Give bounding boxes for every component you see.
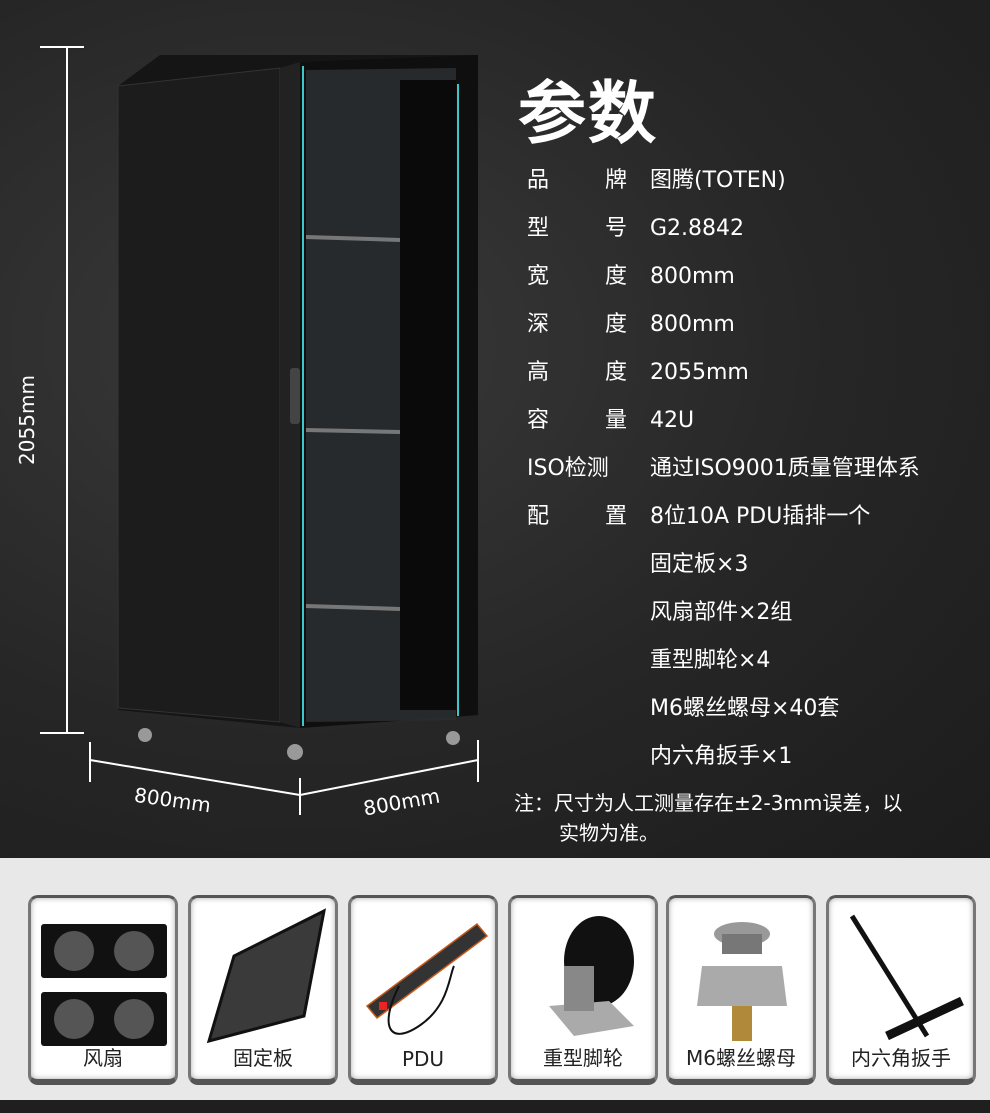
spec-label: 号 (604, 216, 627, 241)
accessory-label: 内六角扳手 (851, 1046, 951, 1070)
spec-panel: 2055mm 800mm 800mm 参数 品 牌图腾(TOTEN) 型 号 G2.8… (0, 0, 990, 858)
config-item-text: 重型脚轮×4 (650, 648, 771, 673)
spec-value: G2.8842 (650, 216, 745, 241)
spec-value: 通过ISO9001质量管理体系 (650, 456, 920, 481)
config-item-text: 固定板×3 (650, 552, 749, 577)
accessory-label: 风扇 (83, 1046, 123, 1070)
spec-label: 牌 (604, 168, 627, 193)
screw-nut-icon (697, 922, 787, 1041)
spec-label: 度 (604, 360, 627, 385)
spec-label: 度 (604, 264, 627, 289)
spec-label: 容 (527, 408, 550, 433)
note-line: 实物为准。 (559, 821, 659, 845)
caster-wheel-icon (549, 916, 634, 1036)
spec-label: 置 (604, 504, 627, 529)
page-title: 参数 (518, 75, 659, 154)
spec-label: 配 (527, 504, 550, 529)
spec-value: 图腾(TOTEN) (650, 168, 786, 193)
accessory-label: PDU (401, 1047, 445, 1071)
spec-label: 深 (527, 312, 550, 337)
pdu-icon (365, 922, 489, 1035)
accessory-card-pdu: PDU (348, 895, 498, 1085)
accessory-card-fan: 风扇 (28, 895, 178, 1085)
spec-label: 宽 (527, 264, 550, 289)
accessory-label: M6螺丝螺母 (686, 1046, 796, 1070)
config-item-text: M6螺丝螺母×40套 (650, 696, 840, 721)
spec-value: 800mm (650, 264, 735, 289)
spec-label: 量 (604, 408, 627, 433)
spec-label: 度 (604, 312, 627, 337)
cabinet-illustration (40, 46, 479, 815)
spec-label: 高 (527, 360, 550, 385)
spec-value: 8位10A PDU插排一个 (650, 504, 871, 529)
spec-label: 型 (527, 216, 550, 241)
accessory-card-hex-key: 内六角扳手 (826, 895, 976, 1085)
height-label: 2055mm (14, 375, 39, 465)
config-item-text: 内六角扳手×1 (650, 744, 793, 769)
height-dimension-line (40, 46, 84, 734)
spec-value: 42U (650, 408, 695, 433)
spec-label: ISO检测 (527, 456, 609, 481)
config-item-text: 风扇部件×2组 (650, 600, 793, 625)
fan-icon (41, 924, 167, 1046)
shelf-icon (206, 908, 327, 1044)
spec-label: 品 (527, 168, 550, 193)
width-depth-dimension-lines (89, 740, 479, 815)
note-line: 注：尺寸为人工测量存在±2-3mm误差，以 (514, 791, 903, 815)
spec-value: 2055mm (650, 360, 749, 385)
accessory-label: 重型脚轮 (543, 1046, 623, 1070)
accessory-card-shelf: 固定板 (188, 895, 338, 1085)
accessory-card-screw-nut: M6螺丝螺母 (666, 895, 816, 1085)
accessory-card-caster: 重型脚轮 (508, 895, 658, 1085)
accessory-label: 固定板 (233, 1046, 293, 1070)
hex-key-icon (849, 914, 964, 1041)
measurement-note: 注：尺寸为人工测量存在±2-3mm误差，以 实物为准。 (514, 788, 964, 848)
spec-value: 800mm (650, 312, 735, 337)
